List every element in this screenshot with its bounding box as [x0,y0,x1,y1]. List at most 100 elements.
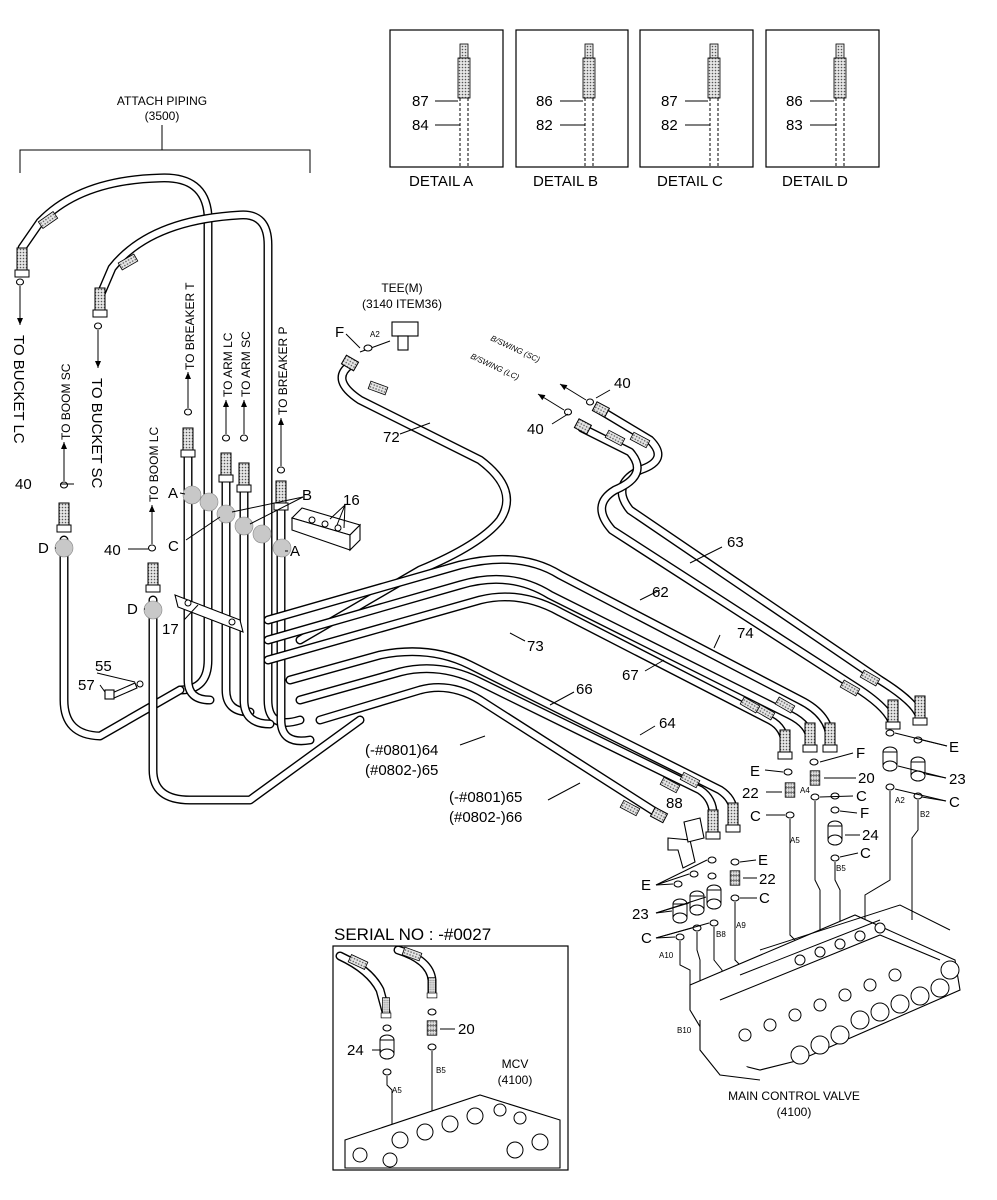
label-c-1: C [949,794,960,811]
detail-b-box: 86 82 DETAIL B [515,29,629,190]
label-b: B [302,487,312,504]
clamp-16 [290,507,362,552]
detail-c-caption: DETAIL C [657,173,723,190]
dest-bucket-lc: TO BUCKET LC [10,335,27,444]
detail-a-bottom-num: 84 [412,117,429,134]
port-a4: A4 [800,786,810,795]
mcv-code: (4100) [777,1105,812,1119]
dest-boom-sc: TO BOOM SC [59,363,73,440]
tee-title: TEE(M) [381,281,422,295]
port-b8: B8 [716,930,726,939]
label-40-a: 40 [15,476,32,493]
dest-breaker-p: TO BREAKER P [276,327,290,415]
detail-a-top-num: 87 [412,93,429,110]
label-63: 63 [727,534,744,551]
connection-markers [54,485,292,620]
mcv-fittings [667,729,926,941]
detail-a-box: 87 84 DETAIL A [389,29,504,190]
detail-a-caption: DETAIL A [409,173,473,190]
tee-fitting [345,321,419,353]
label-e-3: E [758,852,768,869]
part-labels: 40 40 D D A C B A 16 17 55 57 72 40 40 6… [15,375,754,826]
label-23-a: 23 [949,771,966,788]
port-b10: B10 [677,1026,692,1035]
label-73: 73 [527,638,544,655]
dest-arm-lc: TO ARM LC [221,332,235,397]
port-b5: B5 [836,864,846,873]
inset-mcv-label: MCV [502,1057,529,1071]
attach-piping-title: ATTACH PIPING [117,94,207,108]
mcv-title: MAIN CONTROL VALVE [728,1089,860,1103]
label-66: 66 [576,681,593,698]
inset-port-a5: A5 [392,1086,402,1095]
tee-ref: (3140 ITEM36) [362,297,442,311]
detail-d-top-num: 86 [786,93,803,110]
label-23-b: 23 [632,906,649,923]
bolt-57 [104,680,144,700]
leader-lines [55,389,723,801]
label-74: 74 [737,625,754,642]
bracket-17 [174,594,244,633]
label-a-right: A [290,543,300,560]
dest-breaker-t: TO BREAKER T [183,282,197,370]
serial-inset: SERIAL NO : -#0027 24 20 A5 B5 MCV (4100… [332,925,569,1171]
label-f-tee: F [335,324,344,341]
label-16: 16 [343,492,360,509]
inset-port-b5: B5 [436,1066,446,1075]
label-72: 72 [383,429,400,446]
label-c: C [168,538,179,555]
detail-b-caption: DETAIL B [533,173,598,190]
port-b2: B2 [920,810,930,819]
port-a9: A9 [736,921,746,930]
port-a10: A10 [659,951,674,960]
label-c-4: C [750,808,761,825]
label-serial-64: (-#0801)64 [365,742,438,759]
detail-b-top-num: 86 [536,93,553,110]
label-serial-65b: (-#0801)65 [449,789,522,806]
label-d-right: D [127,601,138,618]
detail-d-box: 86 83 DETAIL D [765,29,880,190]
main-control-valve [689,904,961,1081]
attach-piping-code: (3500) [145,109,180,123]
label-40-b: 40 [104,542,121,559]
port-a2: A2 [895,796,905,805]
detail-d-caption: DETAIL D [782,173,848,190]
label-e-1: E [949,739,959,756]
detail-c-top-num: 87 [661,93,678,110]
label-57: 57 [78,677,95,694]
hose-sleeves [37,211,881,817]
label-c-3: C [860,845,871,862]
port-a2-tee: A2 [370,330,380,339]
label-62: 62 [652,584,669,601]
inset-label-24: 24 [347,1042,364,1059]
inset-label-20: 20 [458,1021,475,1038]
label-40-sc: 40 [614,375,631,392]
dest-bswing-lc: B/SWING (LC) [469,352,521,382]
attach-piping-bracket [19,149,311,173]
label-22-a: 22 [742,785,759,802]
detail-b-bottom-num: 82 [536,117,553,134]
label-e-4: E [641,877,651,894]
inset-serial: SERIAL NO : -#0027 [334,925,491,944]
hose-end-fittings [14,247,928,840]
label-serial-65: (#0802-)65 [365,762,438,779]
label-64: 64 [659,715,676,732]
dest-bswing-sc: B/SWING (SC) [489,334,541,365]
label-17: 17 [162,621,179,638]
dest-arm-sc: TO ARM SC [239,331,253,397]
label-c-2: C [856,788,867,805]
detail-d-bottom-num: 83 [786,117,803,134]
label-22-b: 22 [759,871,776,888]
label-f-2: F [860,805,869,822]
destination-arrows [15,278,595,552]
label-a-left: A [168,485,178,502]
detail-c-bottom-num: 82 [661,117,678,134]
label-c-5: C [759,890,770,907]
inset-mcv-code: (4100) [498,1073,533,1087]
label-f-1: F [856,745,865,762]
label-55: 55 [95,658,112,675]
port-a5: A5 [790,836,800,845]
mcv-labels: E 23 C F 20 C F 24 C E 22 C E 22 C E [632,732,966,947]
label-20: 20 [858,770,875,787]
